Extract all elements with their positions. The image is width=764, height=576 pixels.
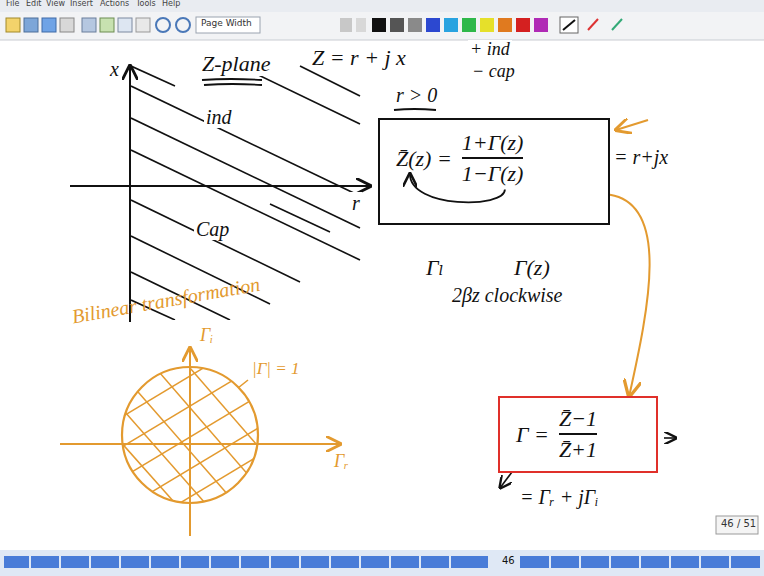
numerator: Z̄−1 (559, 406, 597, 431)
menu-item: File (4, 0, 21, 9)
menu-bar (0, 0, 764, 12)
note: + ind (468, 40, 512, 60)
axis-label: r (350, 192, 362, 214)
annotation: Bilinear transformation (68, 272, 263, 327)
fraction: 1+Γ(z) 1−Γ(z) (462, 130, 524, 187)
condition: r > 0 (394, 84, 439, 106)
equation: Z = r + j x (310, 46, 408, 70)
formula-box: Z̄(z) = 1+Γ(z) 1−Γ(z) (378, 118, 610, 225)
page-run (4, 556, 488, 568)
region-label: Cap (194, 218, 231, 240)
menu-item: Edit (24, 0, 44, 9)
zoom-dropdown: Page Width (199, 19, 254, 29)
page-strip (0, 550, 764, 576)
page-indicator: 46 / 51 (719, 518, 758, 529)
pointer-arrows (616, 120, 648, 130)
page-dividers (30, 556, 730, 568)
formula-lhs: Z̄(z) = (396, 146, 452, 171)
denominator: Z̄+1 (559, 437, 597, 462)
tool-icons (6, 17, 622, 33)
formula-box: Γ = Z̄−1Z̄+1 (498, 396, 658, 473)
equation: = r+jx (612, 146, 670, 168)
equation: = Γᵣ + jΓᵢ (518, 486, 600, 508)
page-number: 46 (500, 555, 517, 566)
symbol: Γₗ (424, 256, 446, 280)
unit-disc-hatching (100, 340, 270, 520)
menu-item: Help (160, 0, 182, 9)
note: − cap (470, 62, 517, 82)
menu-item: Actions (98, 0, 131, 9)
leader-line (238, 380, 248, 388)
menu-item: View (44, 0, 67, 9)
numerator: 1+Γ(z) (462, 130, 524, 155)
axis-label: x (108, 58, 121, 80)
menu-item: Tools (134, 0, 158, 9)
formula-lhs: Γ = (516, 422, 549, 447)
circle-label: |Γ| = 1 (250, 360, 302, 379)
axis-label: Γᵢ (198, 326, 215, 346)
region-label: ind (204, 106, 234, 128)
gamma-plane-axes (60, 348, 340, 536)
fraction: Z̄−1Z̄+1 (559, 406, 597, 463)
plane-title: Z-plane (200, 52, 272, 76)
page-run (520, 556, 760, 568)
fraction-bar (462, 157, 524, 159)
denominator: 1−Γ(z) (462, 161, 524, 186)
menu-item: Insert (68, 0, 95, 9)
note: 2βz clockwise (450, 284, 565, 306)
fraction-bar (559, 433, 597, 435)
page-indicator-box (716, 516, 758, 534)
axis-label: Γᵣ (332, 452, 351, 472)
tool-bar (0, 12, 764, 40)
mapping-connector (610, 195, 650, 396)
symbol: Γ(z) (512, 256, 552, 280)
